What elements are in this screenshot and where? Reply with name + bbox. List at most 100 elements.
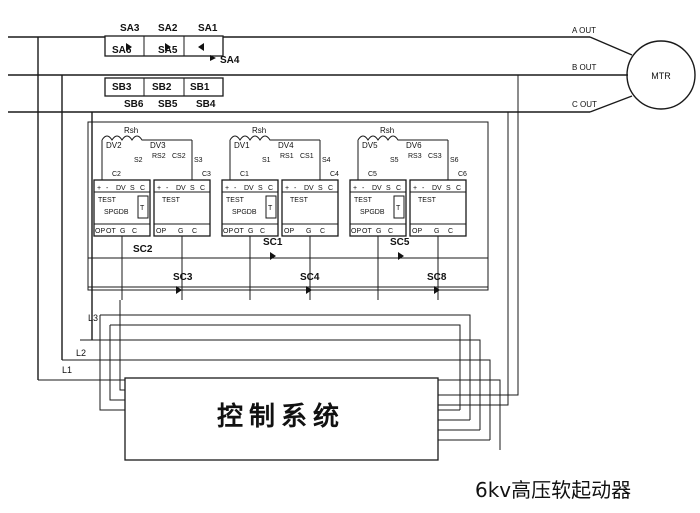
output-label-c: C OUT xyxy=(572,100,597,109)
terminal-label: DV xyxy=(432,185,442,192)
terminal-label: S xyxy=(130,185,135,192)
s-label: S3 xyxy=(194,157,203,164)
wiring-loop xyxy=(119,300,125,391)
switch-box-sb xyxy=(104,77,224,97)
output-label-a: A OUT xyxy=(572,26,596,35)
terminal-label: + xyxy=(285,185,289,192)
terminal-label: C xyxy=(448,228,453,235)
terminal-label: C xyxy=(388,228,393,235)
t-label: T xyxy=(396,205,401,212)
terminal-label: DV xyxy=(304,185,314,192)
t-label: T xyxy=(268,205,273,212)
c-label: C6 xyxy=(458,171,467,178)
rsh-label: Rsh xyxy=(124,126,138,135)
test-label: TEST xyxy=(162,197,181,204)
module-board-left xyxy=(221,179,279,237)
terminal-label: G xyxy=(434,228,439,235)
diode-symbol xyxy=(398,252,404,260)
dv-label: DV2 xyxy=(106,141,122,150)
switch-label: SB2 xyxy=(152,82,172,93)
terminal-label: C xyxy=(320,228,325,235)
c-label: C1 xyxy=(240,171,249,178)
thyristor-symbol xyxy=(165,43,171,51)
wiring-loop xyxy=(438,75,519,396)
s-label: S5 xyxy=(390,157,399,164)
switch-label: SB3 xyxy=(112,82,132,93)
rsh-coil xyxy=(229,135,320,141)
terminal-label: C xyxy=(192,228,197,235)
wiring-loop xyxy=(438,112,509,406)
diode-symbol xyxy=(434,286,440,294)
terminal-label: C xyxy=(328,185,333,192)
terminal-label: - xyxy=(362,185,365,192)
line-label-l3: L3 xyxy=(88,313,98,323)
rsh-coil xyxy=(101,135,192,141)
terminal-label: G xyxy=(306,228,311,235)
diode-symbol xyxy=(176,286,182,294)
c-label: C4 xyxy=(330,171,339,178)
sc-label: SC1 xyxy=(263,237,283,248)
s-label: S2 xyxy=(134,157,143,164)
line-label-l1: L1 xyxy=(62,365,72,375)
terminal-label: OP xyxy=(223,228,233,235)
module-board-right xyxy=(409,179,467,237)
terminal-label: G xyxy=(376,228,381,235)
test-label: TEST xyxy=(226,197,245,204)
terminal-label: S xyxy=(318,185,323,192)
terminal-label: S xyxy=(446,185,451,192)
s-label: S4 xyxy=(322,157,331,164)
switch-label: SA5 xyxy=(158,45,178,56)
module-board-left xyxy=(349,179,407,237)
motor-circle xyxy=(626,40,696,110)
dv-label: DV5 xyxy=(362,141,378,150)
s-label: S6 xyxy=(450,157,459,164)
terminal-label: C xyxy=(200,185,205,192)
terminal-label: G xyxy=(248,228,253,235)
dv-label: DV3 xyxy=(150,141,166,150)
terminal-label: OT xyxy=(106,228,116,235)
t-block xyxy=(393,195,405,219)
switch-label: SB4 xyxy=(196,99,216,110)
terminal-label: - xyxy=(294,185,297,192)
output-label-b: B OUT xyxy=(572,63,597,72)
t-label: T xyxy=(140,205,145,212)
rack-frame xyxy=(87,121,489,291)
control-system-label: 控制系统 xyxy=(217,401,345,432)
diagram-caption: 6kv高压软起动器 xyxy=(475,478,631,502)
switch-label: SB5 xyxy=(158,99,178,110)
terminal-label: G xyxy=(120,228,125,235)
terminal-label: OP xyxy=(351,228,361,235)
rsh-label: Rsh xyxy=(252,126,266,135)
terminal-label: S xyxy=(258,185,263,192)
control-system-box xyxy=(124,377,439,461)
terminal-label: DV xyxy=(176,185,186,192)
terminal-label: C xyxy=(260,228,265,235)
terminal-label: OT xyxy=(362,228,372,235)
switch-box-sa xyxy=(104,35,224,57)
rs-label: RS2 xyxy=(152,153,166,160)
switch-label: SA3 xyxy=(120,23,140,34)
sc-label: SC4 xyxy=(300,272,320,283)
terminal-label: - xyxy=(106,185,109,192)
switch-label: SB1 xyxy=(190,82,210,93)
thyristor-symbol xyxy=(198,43,204,51)
test-label: TEST xyxy=(354,197,373,204)
bus-line-a-tail xyxy=(589,36,633,56)
terminal-label: S xyxy=(190,185,195,192)
sc-label: SC3 xyxy=(173,272,193,283)
c-label: C5 xyxy=(368,171,377,178)
switch-label: SA2 xyxy=(158,23,178,34)
dv-label: DV6 xyxy=(406,141,422,150)
terminal-label: - xyxy=(234,185,237,192)
terminal-label: - xyxy=(422,185,425,192)
switch-label: SA4 xyxy=(220,55,240,66)
terminal-label: OT xyxy=(234,228,244,235)
t-block xyxy=(137,195,149,219)
switch-label: SB6 xyxy=(124,99,144,110)
terminal-label: - xyxy=(166,185,169,192)
terminal-label: OP xyxy=(284,228,294,235)
rsh-coil xyxy=(357,135,448,141)
